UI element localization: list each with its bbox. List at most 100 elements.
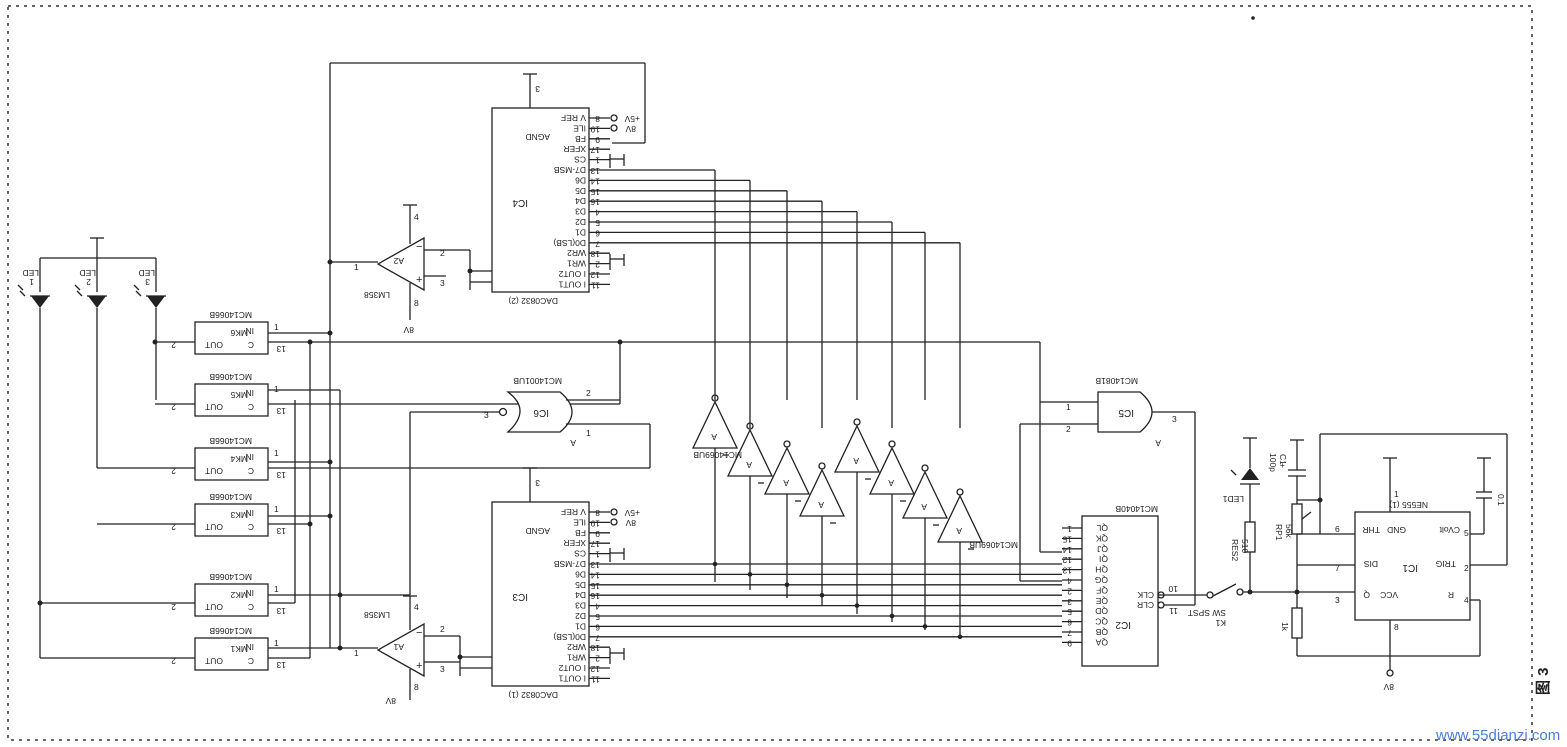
svg-text:QB: QB bbox=[1095, 627, 1108, 637]
svg-text:9: 9 bbox=[595, 135, 600, 145]
svg-text:510: 510 bbox=[1240, 539, 1250, 553]
svg-text:+: + bbox=[1280, 460, 1285, 470]
svg-text:A: A bbox=[783, 478, 789, 488]
svg-text:Q: Q bbox=[1363, 590, 1370, 600]
svg-text:2: 2 bbox=[171, 602, 176, 612]
svg-text:2: 2 bbox=[1067, 586, 1072, 596]
svg-text:17: 17 bbox=[590, 539, 600, 549]
svg-text:A: A bbox=[818, 500, 824, 510]
svg-text:R: R bbox=[1448, 590, 1454, 600]
svg-text:5: 5 bbox=[595, 612, 600, 622]
svg-text:8V: 8V bbox=[403, 325, 414, 335]
svg-text:MK4: MK4 bbox=[230, 454, 248, 464]
svg-text:IC1: IC1 bbox=[1402, 562, 1418, 573]
svg-text:FB: FB bbox=[575, 134, 586, 144]
svg-text:−: − bbox=[416, 241, 422, 253]
svg-text:MC14066B: MC14066B bbox=[209, 436, 252, 446]
svg-text:OUT: OUT bbox=[205, 402, 223, 412]
svg-text:4: 4 bbox=[414, 602, 419, 612]
svg-text:17: 17 bbox=[590, 145, 600, 155]
svg-text:THR: THR bbox=[1363, 525, 1380, 535]
svg-text:2: 2 bbox=[171, 522, 176, 532]
svg-text:IC2: IC2 bbox=[1115, 619, 1131, 630]
svg-text:D0(LSB): D0(LSB) bbox=[553, 632, 586, 642]
led-1: LED 1 bbox=[17, 258, 50, 658]
svg-text:D0(LSB): D0(LSB) bbox=[553, 238, 586, 248]
svg-text:MC14040B: MC14040B bbox=[1115, 504, 1158, 514]
svg-text:A: A bbox=[1155, 438, 1161, 448]
led-3: LED 3 bbox=[133, 258, 166, 400]
svg-text:2: 2 bbox=[1464, 563, 1469, 573]
svg-text:9: 9 bbox=[595, 529, 600, 539]
svg-text:7: 7 bbox=[595, 633, 600, 643]
svg-text:14: 14 bbox=[590, 570, 600, 580]
svg-text:IN: IN bbox=[246, 588, 255, 598]
and-gate-ic5: IC5 MC14081B A 1 2 3 bbox=[1019, 342, 1196, 600]
svg-text:8: 8 bbox=[414, 298, 419, 308]
svg-text:D3: D3 bbox=[575, 601, 586, 611]
or-gate-ic6: IC6 MC14001UB A 3 2 1 bbox=[340, 339, 651, 596]
svg-text:MC14069UB: MC14069UB bbox=[693, 450, 742, 460]
svg-text:MC14066B: MC14066B bbox=[209, 372, 252, 382]
svg-text:8V: 8V bbox=[625, 124, 636, 134]
svg-text:9: 9 bbox=[1067, 638, 1072, 648]
svg-text:DIS: DIS bbox=[1364, 559, 1379, 569]
svg-text:7: 7 bbox=[595, 239, 600, 249]
svg-text:A: A bbox=[888, 478, 894, 488]
svg-text:1: 1 bbox=[274, 584, 279, 594]
svg-text:8: 8 bbox=[595, 508, 600, 518]
svg-text:8V: 8V bbox=[1383, 682, 1394, 692]
svg-text:LM358: LM358 bbox=[364, 610, 390, 620]
svg-text:CVolt: CVolt bbox=[1439, 525, 1460, 535]
svg-text:0.1: 0.1 bbox=[1496, 494, 1506, 506]
svg-text:SW SPST: SW SPST bbox=[1188, 608, 1226, 618]
svg-text:1: 1 bbox=[274, 322, 279, 332]
svg-text:QJ: QJ bbox=[1097, 544, 1108, 554]
svg-text:MC14066B: MC14066B bbox=[209, 572, 252, 582]
svg-text:IN: IN bbox=[246, 388, 255, 398]
inverter-4: A bbox=[798, 462, 846, 606]
svg-text:2: 2 bbox=[171, 340, 176, 350]
svg-text:IC6: IC6 bbox=[533, 407, 549, 418]
svg-text:D4: D4 bbox=[575, 590, 586, 600]
svg-text:56k: 56k bbox=[1284, 524, 1294, 538]
svg-text:NE555 (1): NE555 (1) bbox=[1389, 500, 1428, 510]
svg-text:+5V: +5V bbox=[624, 114, 640, 124]
svg-text:18: 18 bbox=[590, 643, 600, 653]
svg-text:OUT: OUT bbox=[205, 522, 223, 532]
svg-text:15: 15 bbox=[590, 581, 600, 591]
led2-label: LED bbox=[79, 268, 96, 278]
svg-text:MC14069UB: MC14069UB bbox=[969, 540, 1018, 550]
svg-text:OUT: OUT bbox=[205, 656, 223, 666]
svg-text:1: 1 bbox=[274, 638, 279, 648]
svg-text:13: 13 bbox=[276, 406, 286, 416]
svg-text:AGND: AGND bbox=[525, 526, 550, 536]
svg-text:3: 3 bbox=[1067, 597, 1072, 607]
svg-text:OUT: OUT bbox=[205, 602, 223, 612]
svg-text:FB: FB bbox=[575, 528, 586, 538]
svg-text:C: C bbox=[248, 340, 254, 350]
svg-text:4: 4 bbox=[595, 602, 600, 612]
svg-text:ILE: ILE bbox=[573, 517, 586, 527]
svg-text:WR1: WR1 bbox=[567, 259, 586, 269]
svg-text:14: 14 bbox=[590, 176, 600, 186]
svg-text:IC5: IC5 bbox=[1118, 407, 1134, 418]
svg-text:13: 13 bbox=[276, 344, 286, 354]
svg-text:QA: QA bbox=[1095, 637, 1108, 647]
svg-text:QE: QE bbox=[1095, 596, 1108, 606]
svg-text:1: 1 bbox=[1067, 524, 1072, 534]
svg-text:13: 13 bbox=[1062, 566, 1072, 576]
svg-text:QK: QK bbox=[1095, 533, 1108, 543]
svg-text:I OUT1: I OUT1 bbox=[558, 279, 586, 289]
svg-text:QL: QL bbox=[1096, 523, 1108, 533]
svg-text:D5: D5 bbox=[575, 186, 586, 196]
svg-text:V REF: V REF bbox=[561, 113, 586, 123]
svg-text:MK2: MK2 bbox=[230, 590, 248, 600]
svg-text:3: 3 bbox=[145, 277, 150, 287]
svg-text:1: 1 bbox=[354, 262, 359, 272]
svg-text:100p: 100p bbox=[1268, 453, 1278, 472]
led-2: LED 2 bbox=[74, 258, 107, 468]
svg-text:CLK: CLK bbox=[1137, 590, 1154, 600]
